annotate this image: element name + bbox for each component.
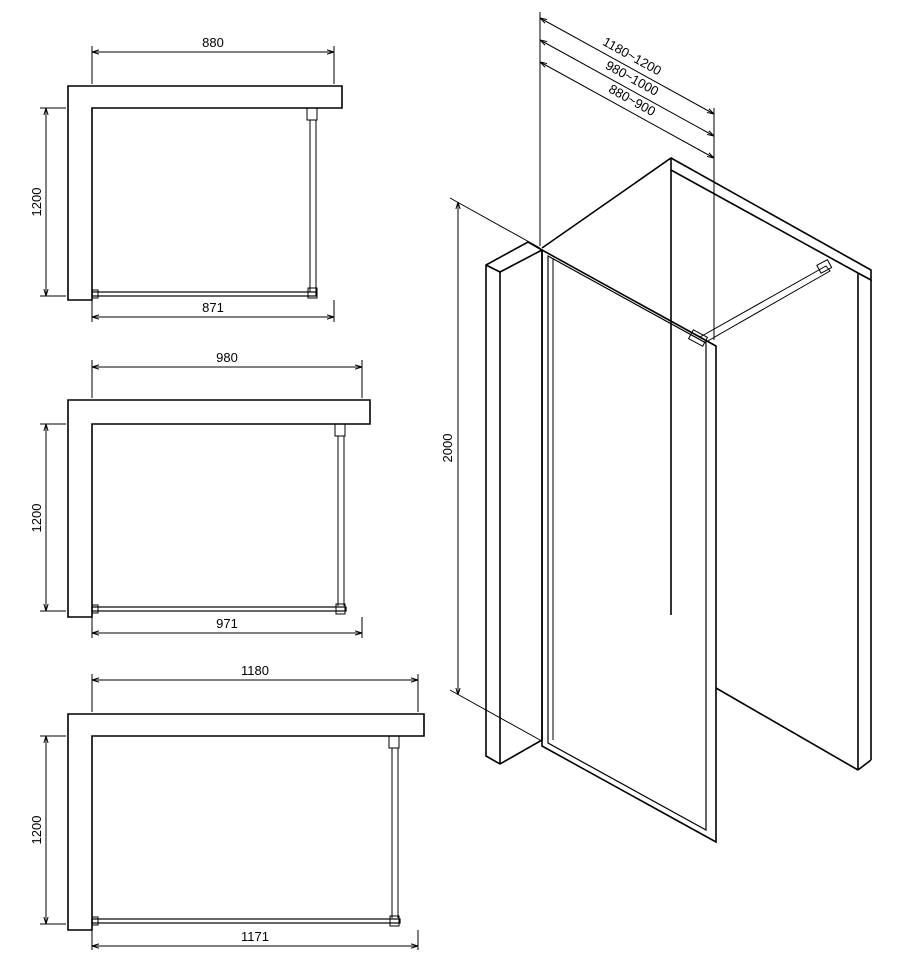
glass-panel <box>91 606 347 612</box>
wall-bracket <box>816 258 833 274</box>
plan-view-1180: 1180 1200 1171 <box>29 663 425 950</box>
glass-panel <box>91 918 401 924</box>
depth-label: 1200 <box>29 188 44 217</box>
dimension-width: 1180 <box>91 663 419 712</box>
dimension-depth: 1200 <box>29 423 66 612</box>
side-wall <box>485 241 543 765</box>
dimension-width: 880 <box>91 35 335 84</box>
dimension-depth: 1200 <box>29 735 66 925</box>
bar-clamp <box>389 915 400 927</box>
dimension-depth: 1200 <box>29 107 66 297</box>
wall-profile <box>388 735 400 749</box>
glass-label: 971 <box>216 616 238 631</box>
depth-label: 1200 <box>29 504 44 533</box>
plan-view-880: 880 1200 871 <box>29 35 343 322</box>
dimension-width: 980 <box>91 350 363 398</box>
isometric-view: 2000 1180~1200 980~1000 880~900 <box>440 12 872 844</box>
glass-label: 871 <box>202 300 224 315</box>
width-label: 980 <box>216 350 238 365</box>
bar-clamp <box>307 287 318 299</box>
height-label: 2000 <box>440 434 455 463</box>
plan-wall <box>67 85 343 301</box>
dimension-height: 2000 <box>440 197 541 741</box>
plan-wall <box>67 399 371 618</box>
dimension-glass: 971 <box>91 616 363 638</box>
support-bar <box>699 265 831 343</box>
bar-clamp <box>335 603 346 615</box>
glass-label: 1171 <box>241 929 269 944</box>
dimension-ranges: 1180~1200 980~1000 880~900 <box>540 12 714 340</box>
glass-panel <box>91 291 317 297</box>
width-label: 1180 <box>241 663 269 678</box>
width-label: 880 <box>202 35 224 50</box>
dimension-glass: 871 <box>91 300 335 322</box>
bar-clamp <box>687 329 709 347</box>
wall-profile <box>334 423 346 437</box>
wall-profile <box>306 107 318 121</box>
plan-view-980: 980 1200 971 <box>29 350 371 638</box>
depth-label: 1200 <box>29 816 44 845</box>
dimension-glass: 1171 <box>91 929 419 950</box>
back-wall <box>541 157 872 770</box>
plan-wall <box>67 713 425 931</box>
